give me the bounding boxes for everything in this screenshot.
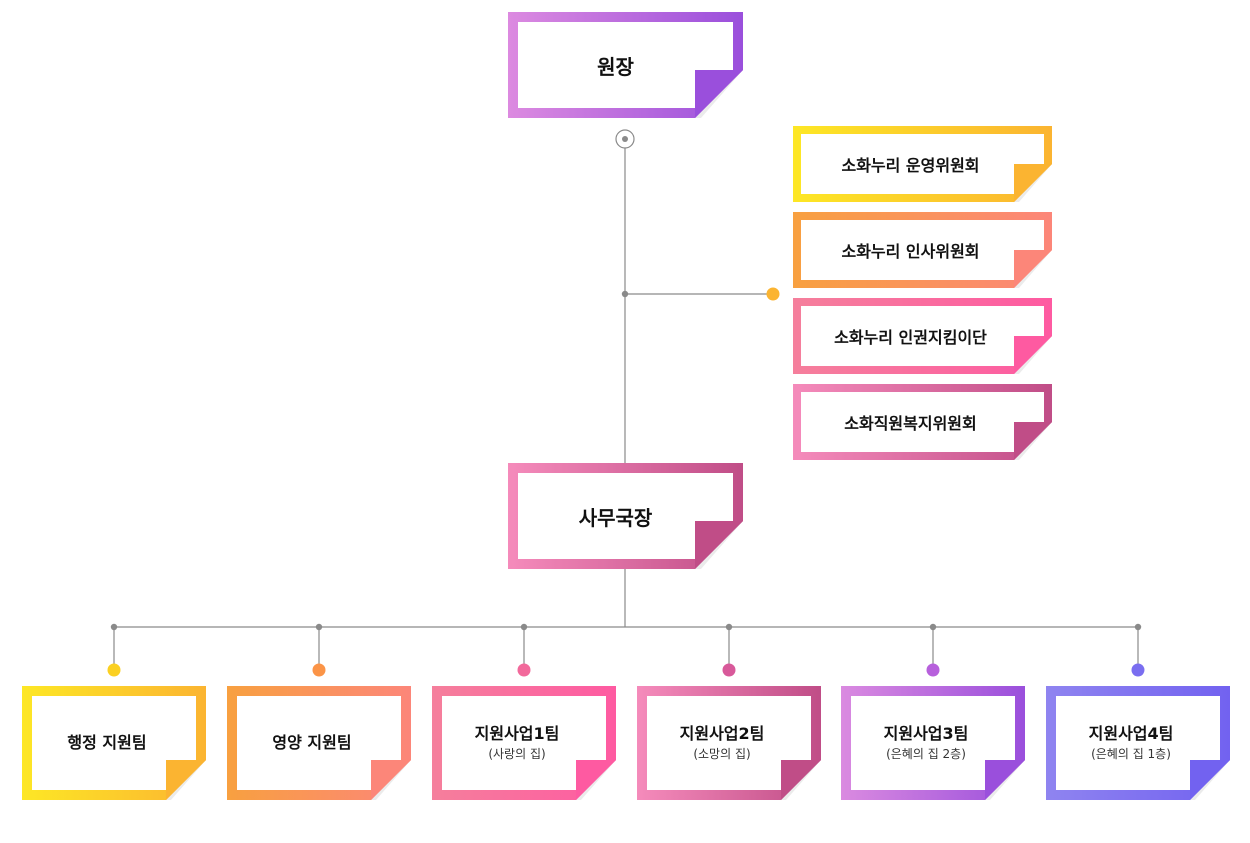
team-title: 지원사업2팀 <box>679 724 765 743</box>
team-subtitle: (사랑의 집) <box>488 747 546 761</box>
team-box-shape <box>227 686 411 800</box>
committee-box-shape <box>793 126 1052 202</box>
team-subtitle: (소망의 집) <box>693 747 751 761</box>
committee-box-shape <box>793 384 1052 460</box>
team-label: 지원사업2팀 (소망의 집) <box>637 686 821 800</box>
director-marker-dot <box>622 136 628 142</box>
committee-box[interactable]: 소화누리 인권지킴이단 <box>793 298 1052 374</box>
committee-branch-end-dot <box>766 287 780 301</box>
team-connector-dot <box>517 663 531 677</box>
team-box[interactable]: 지원사업3팀 (은혜의 집 2층) <box>841 686 1025 800</box>
team-box-shape <box>22 686 206 800</box>
secretary-box-shape <box>508 463 743 569</box>
team-box[interactable]: 영양 지원팀 <box>227 686 411 800</box>
team-box[interactable]: 지원사업2팀 (소망의 집) <box>637 686 821 800</box>
team-connector-dot <box>107 663 121 677</box>
team-label: 지원사업1팀 (사랑의 집) <box>432 686 616 800</box>
team-box-shape <box>637 686 821 800</box>
team-title: 지원사업1팀 <box>474 724 560 743</box>
team-box[interactable]: 지원사업4팀 (은혜의 집 1층) <box>1046 686 1230 800</box>
team-box-shape <box>1046 686 1230 800</box>
committee-label: 소화누리 운영위원회 <box>841 156 980 175</box>
committee-box-shape <box>793 212 1052 288</box>
team-connector-dot <box>312 663 326 677</box>
committee-label: 소화누리 인사위원회 <box>841 242 980 261</box>
team-title: 지원사업3팀 <box>883 724 969 743</box>
team-subtitle: (은혜의 집 2층) <box>886 747 966 761</box>
team-connector-dot <box>722 663 736 677</box>
team-title: 지원사업4팀 <box>1088 724 1174 743</box>
committee-box-shape <box>793 298 1052 374</box>
team-box[interactable]: 지원사업1팀 (사랑의 집) <box>432 686 616 800</box>
team-label: 지원사업3팀 (은혜의 집 2층) <box>841 686 1025 800</box>
team-subtitle: (은혜의 집 1층) <box>1091 747 1171 761</box>
team-box-shape <box>432 686 616 800</box>
team-connector-dot <box>1131 663 1145 677</box>
director-box[interactable]: 원장 <box>508 12 743 118</box>
team-title: 영양 지원팀 <box>272 733 352 752</box>
director-box-shape <box>508 12 743 118</box>
committee-box[interactable]: 소화누리 인사위원회 <box>793 212 1052 288</box>
committee-label: 소화누리 인권지킴이단 <box>834 328 987 347</box>
team-box-shape <box>841 686 1025 800</box>
team-label: 지원사업4팀 (은혜의 집 1층) <box>1046 686 1230 800</box>
committee-label: 소화직원복지위원회 <box>844 414 977 433</box>
team-title: 행정 지원팀 <box>67 733 147 752</box>
team-label: 행정 지원팀 <box>22 686 206 800</box>
committee-box[interactable]: 소화직원복지위원회 <box>793 384 1052 460</box>
team-box[interactable]: 행정 지원팀 <box>22 686 206 800</box>
committee-box[interactable]: 소화누리 운영위원회 <box>793 126 1052 202</box>
secretary-label: 사무국장 <box>578 505 653 530</box>
team-connector-dot <box>926 663 940 677</box>
team-label: 영양 지원팀 <box>227 686 411 800</box>
director-label: 원장 <box>597 54 634 79</box>
secretary-box[interactable]: 사무국장 <box>508 463 743 569</box>
team-connectors <box>107 623 1145 677</box>
